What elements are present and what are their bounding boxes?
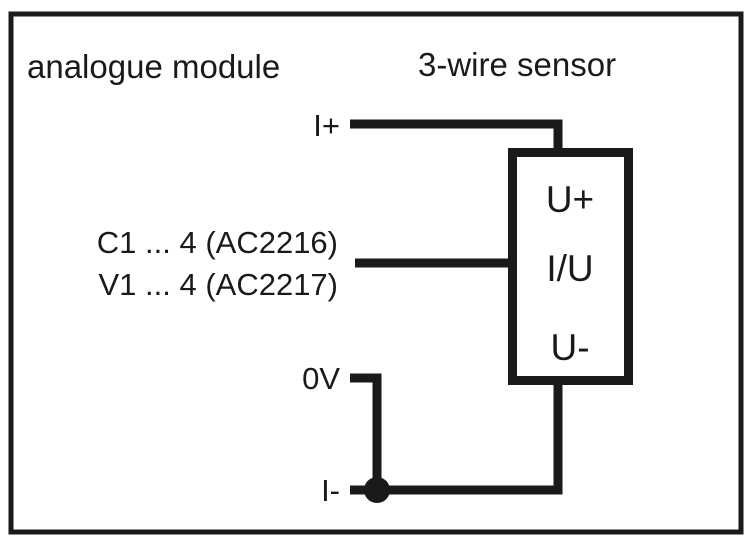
- junction-dot-i-minus: [364, 477, 390, 503]
- sensor-box: [508, 148, 633, 385]
- sensor-pin-label-u-minus: U-: [550, 327, 589, 368]
- wire-i-plus-to-u-plus: [350, 119, 563, 154]
- wire-zero-volt-to-junction: [350, 373, 382, 490]
- terminal-label-channels-current: C1 ... 4 (AC2216): [97, 225, 338, 260]
- wire-u-minus-to-i-minus: [350, 379, 563, 495]
- sensor-pin-label-i-over-u: I/U: [546, 248, 593, 289]
- sensor-pin-label-u-plus: U+: [546, 179, 594, 220]
- diagram-outer-frame: [8, 11, 744, 535]
- title-3-wire-sensor: 3-wire sensor: [418, 46, 616, 83]
- terminal-label-i-plus: I+: [313, 108, 340, 143]
- title-analogue-module: analogue module: [27, 48, 280, 85]
- terminal-label-channels-voltage: V1 ... 4 (AC2217): [98, 267, 338, 302]
- terminal-label-i-minus: I-: [321, 473, 340, 508]
- terminal-label-zero-volt: 0V: [302, 361, 340, 396]
